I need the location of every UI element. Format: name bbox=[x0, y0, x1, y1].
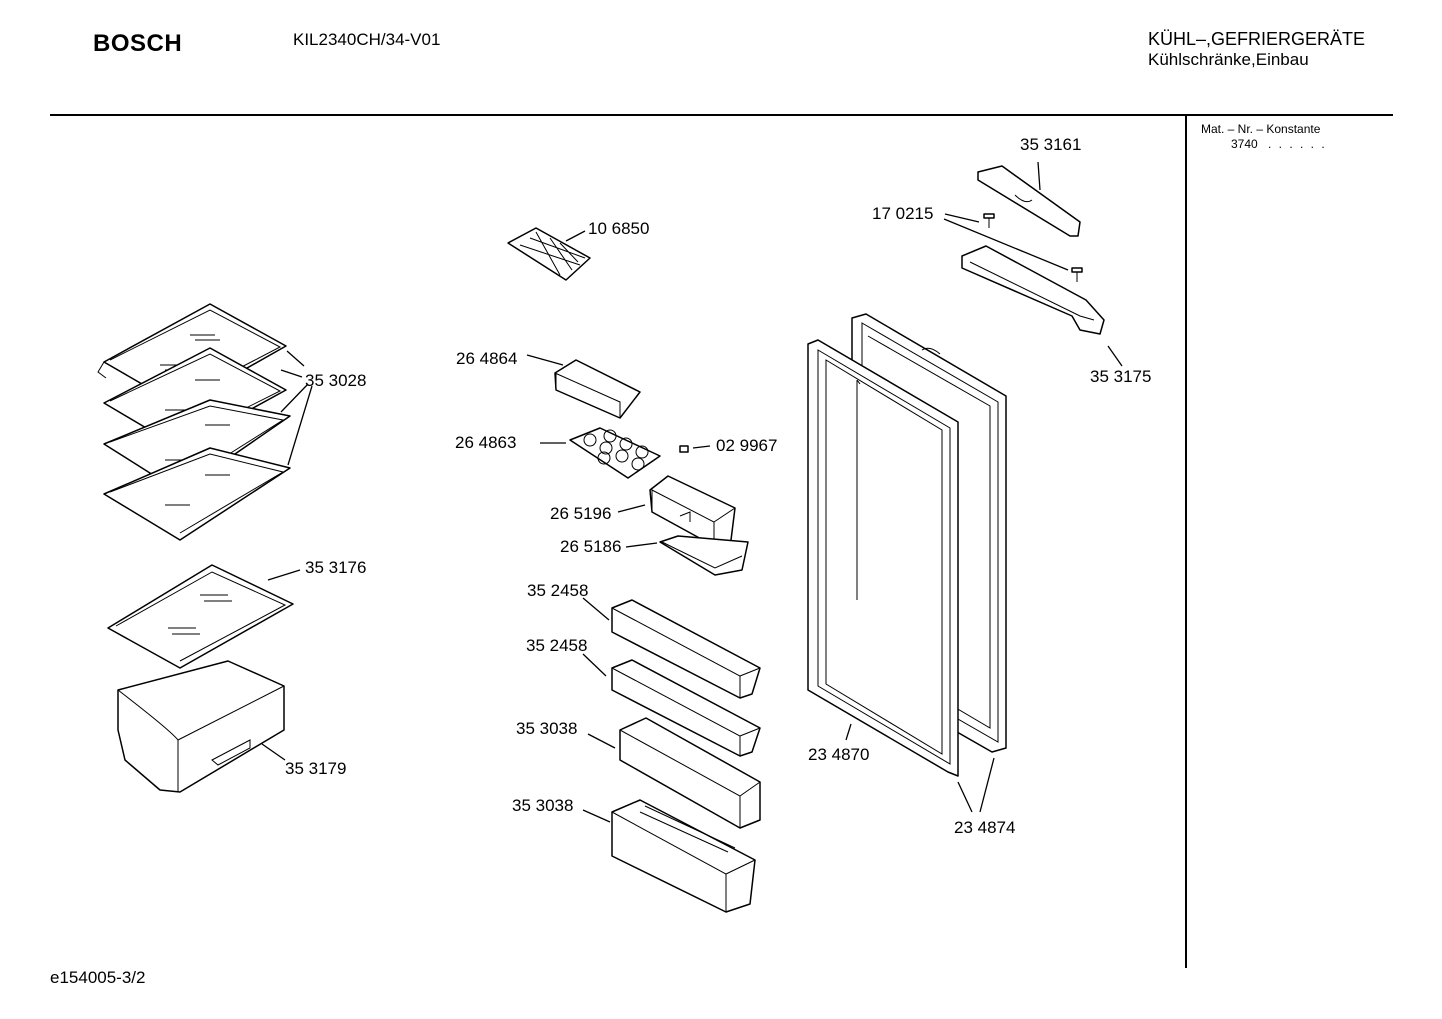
side-panel-divider bbox=[1185, 116, 1187, 968]
label-353038-lower: 35 3038 bbox=[512, 796, 573, 815]
crisper-drawer bbox=[117, 660, 286, 793]
label-353175: 35 3175 bbox=[1090, 367, 1151, 386]
door-hinge-bracket bbox=[961, 245, 1123, 367]
category-subtitle: Kühlschränke,Einbau bbox=[1148, 50, 1309, 69]
glass-shelf-lower bbox=[107, 564, 301, 669]
door-bin-1 bbox=[582, 597, 761, 699]
screw-small bbox=[679, 445, 711, 453]
door-bin-4 bbox=[582, 799, 756, 913]
label-234874: 23 4874 bbox=[954, 818, 1015, 837]
label-029967: 02 9967 bbox=[716, 436, 777, 455]
screw-2 bbox=[1071, 267, 1083, 282]
label-353179: 35 3179 bbox=[285, 759, 346, 778]
label-352458-lower: 35 2458 bbox=[526, 636, 587, 655]
mat-nr-label: Mat. – Nr. – Konstante bbox=[1201, 122, 1321, 136]
egg-tray bbox=[540, 427, 661, 479]
drawing-code: e154005-3/2 bbox=[50, 968, 146, 987]
label-265186: 26 5186 bbox=[560, 537, 621, 556]
mat-nr-dots: . . . . . . bbox=[1268, 137, 1327, 151]
label-353028: 35 3028 bbox=[305, 371, 366, 390]
upper-door-trim bbox=[977, 161, 1081, 237]
label-264864: 26 4864 bbox=[456, 349, 517, 368]
label-106850: 10 6850 bbox=[588, 219, 649, 238]
screw-1 bbox=[983, 213, 995, 228]
label-353038-upper: 35 3038 bbox=[516, 719, 577, 738]
door-bin-3 bbox=[587, 717, 761, 829]
glass-shelf-stack bbox=[97, 303, 313, 541]
door-seal-frame bbox=[807, 339, 959, 777]
glass-shelf-4 bbox=[103, 447, 291, 541]
label-352458-upper: 35 2458 bbox=[527, 581, 588, 600]
header-divider bbox=[50, 114, 1393, 116]
model-number: KIL2340CH/34-V01 bbox=[293, 30, 441, 49]
mat-nr-value: 3740 bbox=[1231, 137, 1258, 151]
label-353161: 35 3161 bbox=[1020, 135, 1081, 154]
category-title: KÜHL–,GEFRIERGERÄTE bbox=[1148, 29, 1366, 49]
label-265196: 26 5196 bbox=[550, 504, 611, 523]
label-264863: 26 4863 bbox=[455, 433, 516, 452]
butter-compartment bbox=[526, 354, 641, 419]
label-353176: 35 3176 bbox=[305, 558, 366, 577]
door-bin-2 bbox=[582, 653, 761, 757]
label-170215: 17 0215 bbox=[872, 204, 933, 223]
ice-cube-tray bbox=[507, 227, 591, 281]
label-234870: 23 4870 bbox=[808, 745, 869, 764]
brand-logo: BOSCH bbox=[93, 30, 183, 57]
dairy-compartment-base bbox=[625, 535, 749, 576]
